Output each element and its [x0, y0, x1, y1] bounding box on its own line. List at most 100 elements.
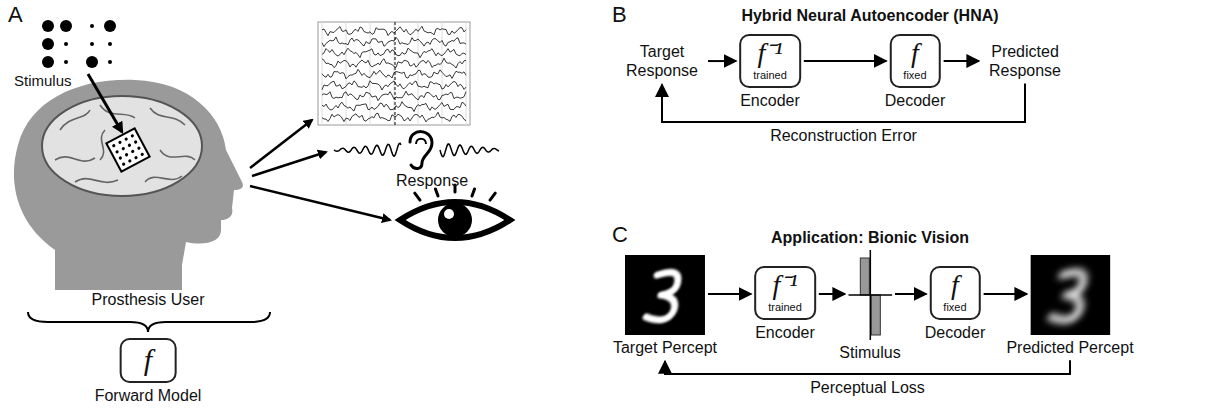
brain-fold	[145, 176, 182, 182]
chip-electrode	[121, 162, 125, 166]
brain-fold	[60, 110, 90, 130]
stimulus-bars	[848, 250, 892, 340]
chip-electrode	[134, 155, 138, 159]
braille-dots-part	[108, 60, 112, 64]
braille-dots	[42, 20, 116, 68]
box-outline: ffixed	[889, 34, 940, 88]
function-note: trained	[753, 69, 787, 81]
chip-electrode	[115, 150, 119, 154]
eeg-grid	[442, 22, 443, 125]
node-caption: Stimulus	[839, 343, 900, 362]
flow-arrow	[984, 293, 1027, 295]
brain-fold	[75, 179, 118, 183]
node-caption: Forward Model	[95, 386, 202, 405]
function-note: fixed	[903, 69, 926, 81]
flow-arrow	[944, 60, 979, 62]
eye-lash	[415, 193, 420, 200]
braille-dots-part	[86, 56, 98, 68]
stimulus-arrow	[88, 74, 122, 132]
chip-electrode	[131, 149, 135, 153]
brain-fold	[100, 130, 105, 160]
stimulus-label: Stimulus	[14, 72, 72, 90]
flow-arrow	[895, 293, 926, 295]
eeg-trace	[322, 26, 466, 35]
function-note: fixed	[943, 301, 966, 313]
edge-label: Perceptual Loss	[807, 378, 928, 397]
flow-arrow	[804, 60, 887, 62]
chip-electrode	[140, 152, 144, 156]
function-symbol: f	[943, 270, 966, 301]
sound-wave	[440, 144, 499, 157]
braille-dots-part	[42, 38, 54, 50]
panel-letter: A	[8, 2, 23, 28]
braille-dots-part	[90, 42, 94, 46]
flow-arrow	[708, 293, 751, 295]
braille-dots-part	[64, 42, 68, 46]
implant-chip-part	[106, 128, 149, 171]
eeg-trace	[322, 102, 466, 112]
implant-chip-part	[112, 134, 145, 167]
edge-label: Reconstruction Error	[767, 126, 920, 145]
eeg-panel	[318, 22, 470, 125]
eye-lash	[435, 189, 438, 196]
chip-electrode	[130, 134, 134, 138]
chip-electrode	[124, 137, 128, 141]
target-response: Target Response	[619, 42, 705, 80]
function-note: trained	[768, 301, 802, 313]
brain-folds	[55, 105, 195, 182]
flow-arrow	[819, 293, 845, 295]
target-percept: Target Percept	[613, 255, 717, 357]
implant-chip	[106, 128, 149, 171]
encoder-box: f⁻¹trainedEncoder	[754, 266, 816, 342]
eeg-trace	[322, 58, 466, 68]
percept-image	[1030, 255, 1110, 335]
flow-arrow	[708, 60, 736, 62]
eeg-trace	[322, 81, 466, 90]
eye-icon	[400, 202, 510, 238]
eye-lash	[472, 189, 475, 196]
eeg-trace	[322, 112, 466, 122]
eye-highlight	[444, 209, 454, 219]
chip-electrode	[112, 143, 116, 147]
braille-dots-part	[104, 20, 116, 32]
decoder-box: ffixedDecoder	[925, 266, 985, 342]
encoder-box: f⁻¹trainedEncoder	[739, 34, 801, 110]
chip-electrode	[118, 156, 122, 160]
braille-dots-part	[64, 60, 68, 64]
eeg-grid	[346, 22, 347, 125]
percept-image-part	[1051, 272, 1087, 320]
image-ground	[1030, 255, 1110, 335]
eeg-trace	[322, 69, 466, 79]
user-label: Prosthesis User	[92, 290, 205, 309]
braille-dots-part	[42, 56, 54, 68]
function-symbol: f	[903, 38, 926, 69]
eye-iris	[438, 203, 472, 237]
braille-dots-part	[90, 24, 94, 28]
node-caption: Predicted Percept	[1006, 338, 1133, 357]
brain-fold	[150, 108, 185, 125]
chip-electrode	[121, 146, 125, 150]
box-outline: f⁻¹trained	[739, 34, 801, 88]
chip-electrode	[133, 140, 137, 144]
eye-lash	[490, 193, 495, 200]
head-silhouette	[14, 80, 243, 290]
ear-icon	[410, 132, 432, 169]
function-symbol: f⁻¹	[768, 270, 802, 301]
stimulus-axis	[848, 294, 892, 296]
brace	[28, 312, 270, 332]
panel-letter: C	[612, 222, 628, 248]
decoder-box: ffixedDecoder	[885, 34, 945, 110]
brain	[42, 96, 202, 196]
node-caption: Decoder	[925, 323, 985, 342]
node-caption: Encoder	[755, 323, 815, 342]
eeg-marker	[395, 22, 396, 125]
chip-electrode	[137, 146, 141, 150]
response-label: Response	[396, 171, 468, 190]
predicted-response: Predicted Response	[982, 42, 1068, 80]
braille-dots-part	[42, 20, 54, 32]
brain-fold	[160, 150, 195, 160]
stimulus-bar	[871, 295, 880, 335]
eeg-grid	[418, 22, 419, 125]
panel-title: Application: Bionic Vision	[771, 228, 969, 247]
